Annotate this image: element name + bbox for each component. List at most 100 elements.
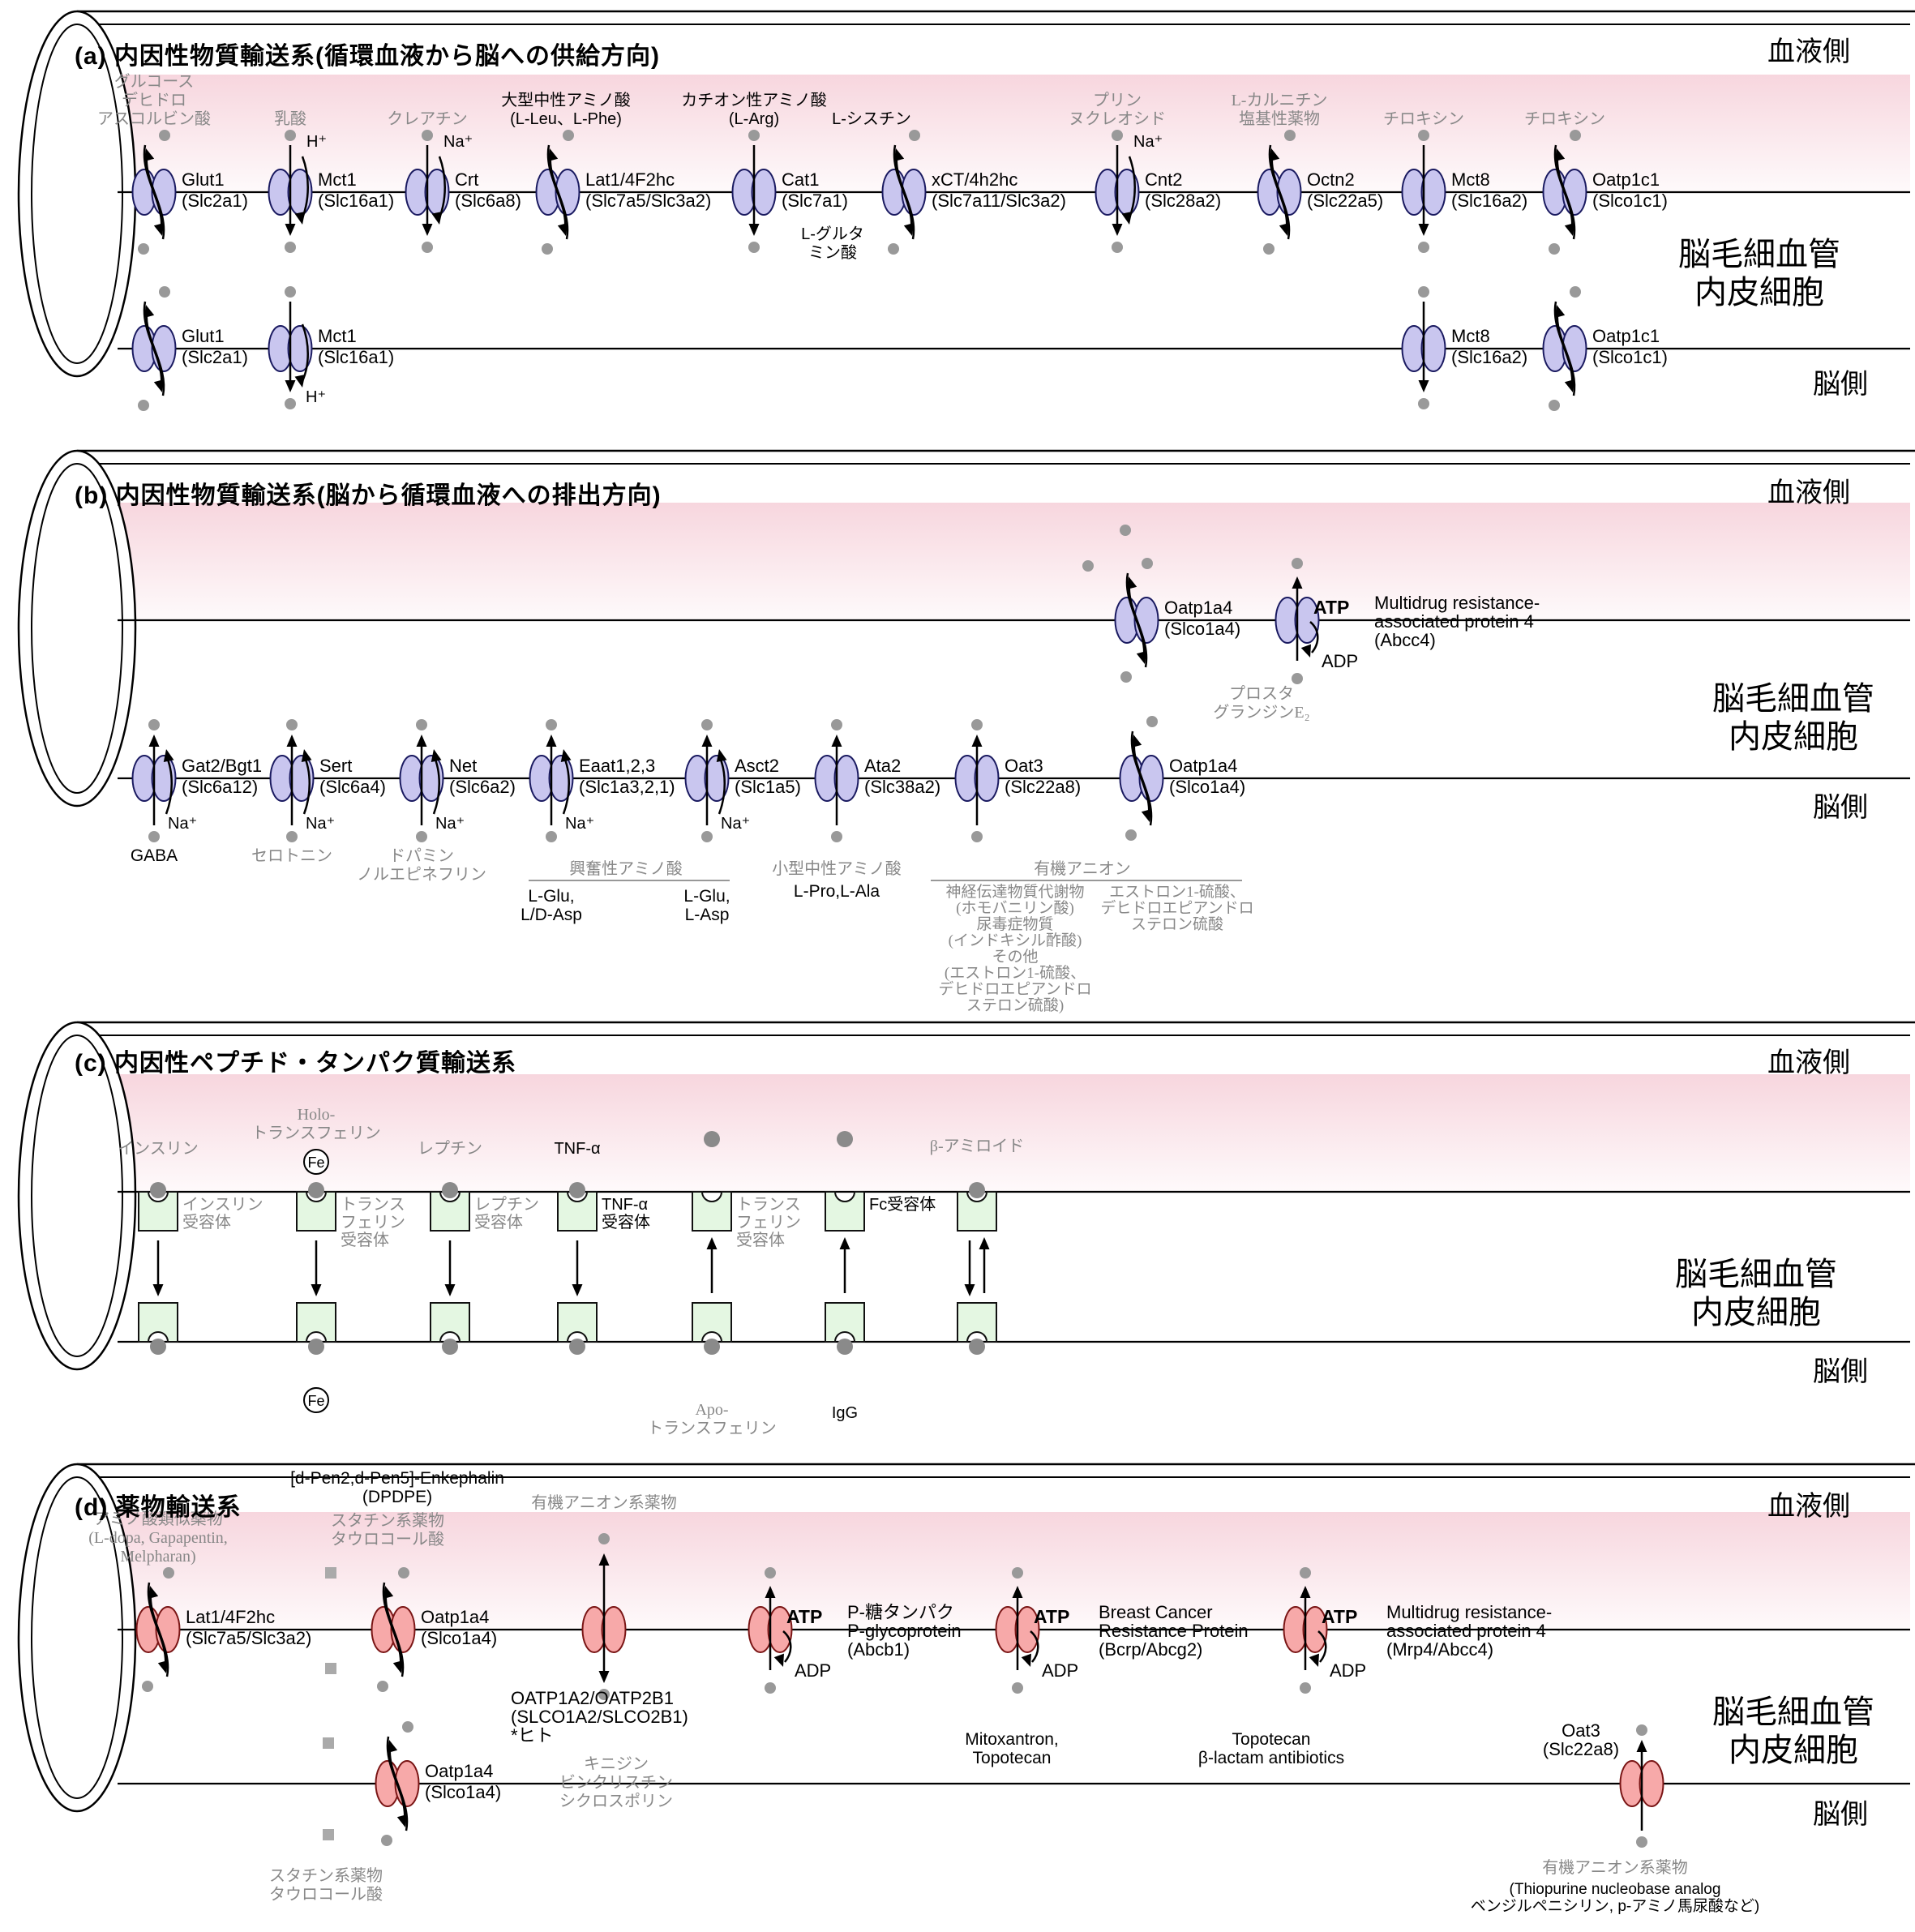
ligand-label: インスリン — [118, 1140, 199, 1158]
fe-circle — [303, 1149, 329, 1175]
substrate-label: チロキシン — [1383, 110, 1464, 128]
arrowhead — [971, 735, 983, 747]
substrate-label: [d-Pen2,d-Pen5]-Enkephalin(DPDPE) — [290, 1469, 504, 1506]
ion-label: H⁺ — [306, 388, 326, 406]
ligand-dot — [308, 1182, 324, 1198]
transporter-name: Oatp1a4(Slco1a4) — [425, 1761, 501, 1802]
substrate-label: OATP1A2/OATP2B1(SLCO1A2/SLCO2B1)*ヒト — [511, 1688, 688, 1746]
blood-region — [49, 75, 1910, 192]
arrowhead — [547, 148, 559, 162]
substrate-dot — [1549, 400, 1560, 411]
arrow-curve — [1556, 312, 1576, 396]
substrate-label: 有機アニオン系薬物 — [1542, 1858, 1688, 1877]
substrate-dot — [1263, 243, 1275, 255]
transporter-oat3: Oat3(Slc22a8) — [1543, 1720, 1664, 1848]
receptor-label: トランスフェリン受容体 — [736, 1196, 801, 1249]
substrate-dot — [1292, 673, 1303, 684]
transporter-octn2: Octn2(Slc22a5)L-カルニチン塩基性薬物 — [1232, 92, 1383, 255]
substrate-label: 神経伝達物質代謝物(ホモバニリン酸)尿毒症物質(インドキシル酢酸)その他(エスト… — [938, 883, 1091, 1014]
substrate-dot — [285, 286, 296, 298]
substrate-dot — [701, 831, 713, 842]
transporter-name: Octn2(Slc22a5) — [1307, 169, 1383, 211]
ligand-label: Holo-トランスフェリン — [251, 1106, 381, 1142]
arrow-curve — [149, 1593, 169, 1677]
arrowhead — [560, 749, 572, 763]
substrate-dot — [1292, 558, 1303, 569]
transporter-eaat1-2-3: Na⁺Eaat1,2,3(Slc1a3,2,1) — [529, 719, 675, 842]
blood-region — [49, 1074, 1910, 1192]
substrate-dot — [765, 1682, 776, 1694]
substrate-dot — [831, 831, 842, 842]
substrate-dot — [148, 831, 160, 842]
receptor-top-body — [296, 1191, 336, 1232]
arrow-curve — [1128, 584, 1148, 668]
transporter-net: Na⁺Net(Slc6a2) — [399, 719, 516, 842]
receptor-top-body — [692, 1191, 732, 1232]
transporter-body — [1562, 169, 1587, 216]
substrate-dot — [138, 243, 149, 255]
panel-a-cell-label: 脳毛細血管内皮細胞 — [1678, 236, 1840, 311]
substrate-dot — [971, 831, 983, 842]
substrate-dot — [285, 130, 296, 141]
arrow-curve — [388, 1747, 409, 1831]
arrow-curve — [1133, 742, 1153, 826]
substrate-label: アミノ酸類似薬物(L-dopa, Gapapentin,Melpharan) — [88, 1510, 228, 1566]
arrowhead — [1292, 576, 1303, 589]
panel-c-title: (c) 内因性ペプチド・タンパク質輸送系 — [75, 1050, 516, 1077]
substrate-label: チロキシン — [1524, 110, 1605, 128]
substrate-square — [325, 1567, 336, 1579]
arrow-curve — [1317, 1630, 1327, 1663]
arrowhead — [416, 735, 427, 747]
arrowhead — [431, 749, 442, 763]
adp-label: ADP — [1330, 1660, 1366, 1681]
transporter-body — [1138, 755, 1164, 802]
substrate-dot — [1112, 242, 1123, 253]
capillary-cross-section — [17, 449, 137, 807]
fe-circle — [303, 1387, 329, 1413]
ion-label: Na⁺ — [435, 815, 465, 833]
blood-region — [49, 1512, 1910, 1630]
arrowhead — [311, 1284, 322, 1296]
arrow-curve — [384, 1593, 405, 1677]
arrowhead — [285, 380, 296, 392]
receptor-bottom-body — [957, 1302, 997, 1343]
substrate-dot — [748, 130, 760, 141]
transporter-name: Oatp1a4(Slco1a4) — [421, 1607, 497, 1648]
arrowhead — [383, 1586, 394, 1600]
transporter-oatp1a4: Oatp1a4(Slco1a4) — [371, 1567, 497, 1692]
receptor-bottom-body — [825, 1302, 865, 1343]
transporter-cat1: Cat1(Slc7a1)カチオン性アミノ酸(L-Arg) — [681, 91, 848, 253]
substrate-dot — [1636, 1724, 1647, 1736]
arrowhead — [1636, 1740, 1647, 1752]
receptor-top-body — [138, 1191, 178, 1232]
substrate-dot — [1012, 1567, 1023, 1579]
ligand-dot — [704, 1131, 720, 1147]
arrowhead — [1279, 222, 1290, 236]
substrate-dot — [563, 130, 574, 141]
adp-label: ADP — [795, 1660, 831, 1681]
substrate-label: キニジンビンクリスチンシクロスポリン — [559, 1755, 673, 1810]
substrate-dot — [546, 719, 557, 730]
ligand-label: TNF-α — [554, 1140, 600, 1158]
ligand-dot — [308, 1339, 324, 1355]
panel-d-blood-side-label: 血液側 — [1767, 1492, 1850, 1522]
substrate-dot — [1120, 671, 1132, 683]
arrowhead — [903, 222, 915, 236]
substrate-label: スタチン系薬物タウロコール酸 — [269, 1866, 383, 1904]
substrate-dot — [831, 719, 842, 730]
transporter-body — [1302, 1606, 1328, 1653]
transporter-name: Gat2/Bgt1(Slc6a12) — [182, 756, 262, 797]
transporter-oatp1c1: Oatp1c1(Slco1c1) — [1542, 286, 1668, 411]
ligand-dot — [837, 1339, 853, 1355]
transporter-body — [601, 1606, 627, 1653]
receptor-bottom-body — [296, 1302, 336, 1343]
substrate-dot — [1570, 286, 1581, 298]
arrowhead — [831, 735, 842, 747]
substrate-dot — [416, 719, 427, 730]
